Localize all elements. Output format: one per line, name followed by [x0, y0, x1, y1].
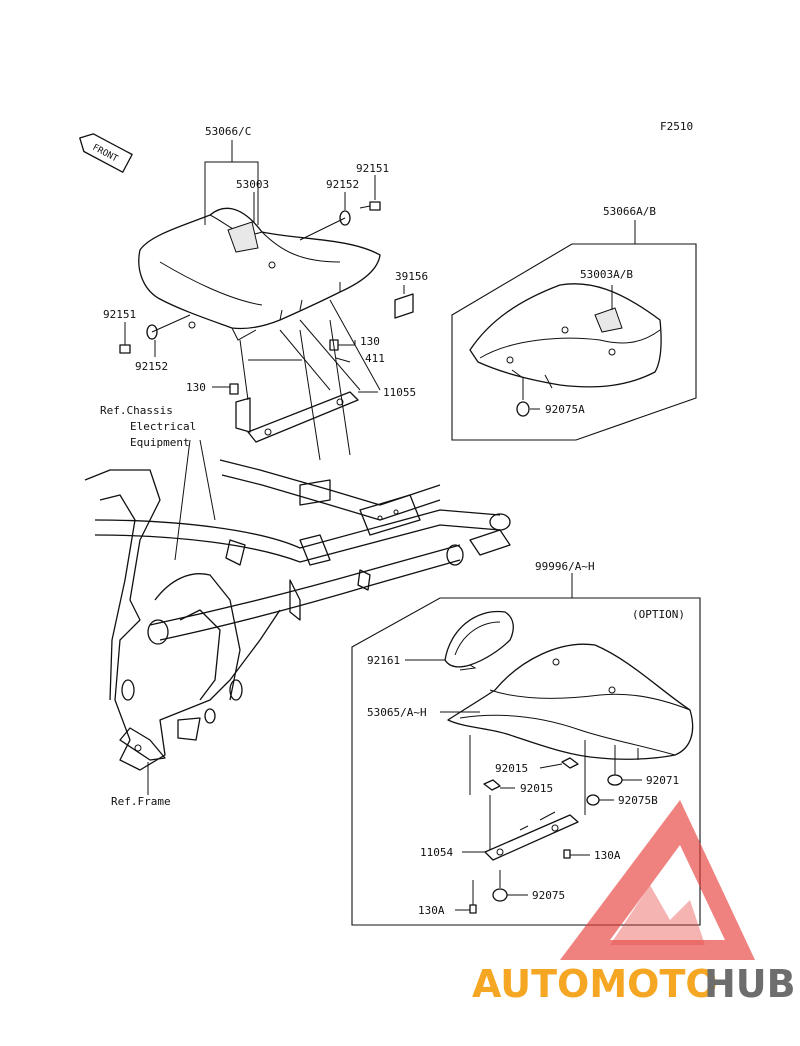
watermark-text-2: HUB: [704, 962, 796, 1006]
watermark-text-1: AUTOMOTO: [472, 962, 718, 1006]
label-92071: 92071: [646, 774, 679, 787]
label-53003: 53003: [236, 178, 269, 191]
label-11054: 11054: [420, 846, 453, 859]
cowl-92161: [444, 610, 514, 671]
label-53066ab: 53066A/B: [603, 205, 656, 218]
grommet-92015-a: [561, 757, 579, 769]
nut-92075b: [586, 794, 600, 806]
washer-92152-left: [146, 324, 158, 340]
figure-code: F2510: [660, 120, 693, 133]
bolt-92151-top: [359, 201, 381, 211]
label-92075a: 92075A: [545, 403, 585, 416]
label-411: 411: [365, 352, 385, 365]
watermark-logo: [560, 800, 755, 960]
label-11055: 11055: [383, 386, 416, 399]
washer-92152-top: [339, 210, 351, 226]
bolt-130a-left: [469, 904, 477, 914]
bolt-92151-left: [119, 344, 131, 354]
grommet-92015-b: [483, 779, 501, 791]
label-130-left: 130: [186, 381, 206, 394]
ref-frame: Ref.Frame: [111, 795, 171, 808]
label-92075: 92075: [532, 889, 565, 902]
label-92015-b: 92015: [520, 782, 553, 795]
label-92075b: 92075B: [618, 794, 658, 807]
label-92152-top: 92152: [326, 178, 359, 191]
label-53066c: 53066/C: [205, 125, 251, 138]
label-130a-left: 130A: [418, 904, 445, 917]
label-92151-top: 92151: [356, 162, 389, 175]
label-92152-left: 92152: [135, 360, 168, 373]
nut-92075: [492, 888, 508, 902]
ref-chassis-line-3: Equipment: [130, 436, 190, 449]
bracket-11055: [247, 391, 359, 443]
label-130-right: 130: [360, 335, 380, 348]
pillion-seat-box: [451, 243, 697, 441]
damper-39156: [394, 293, 414, 319]
option-box: [351, 597, 701, 926]
bolt-130a-right: [563, 849, 571, 859]
wire-411: [335, 357, 351, 363]
main-seat-drawing: [138, 207, 381, 341]
frame-drawing: [84, 459, 511, 771]
bracket-11054: [484, 811, 579, 861]
ref-chassis-line-2: Electrical: [130, 420, 196, 433]
label-99996: 99996/A~H: [535, 560, 595, 573]
nut-92071: [607, 774, 623, 786]
label-92151-left: 92151: [103, 308, 136, 321]
option-label: (OPTION): [632, 608, 685, 621]
label-39156: 39156: [395, 270, 428, 283]
bolt-130-left: [229, 383, 239, 395]
logo-triangle-icon: [560, 800, 755, 960]
label-92161: 92161: [367, 654, 400, 667]
front-arrow-icon: FRONT: [79, 133, 133, 173]
label-130a-right: 130A: [594, 849, 621, 862]
label-53065: 53065/A~H: [367, 706, 427, 719]
label-92015-a: 92015: [495, 762, 528, 775]
label-53003ab: 53003A/B: [580, 268, 633, 281]
nut-92075a: [516, 401, 530, 417]
seat-cover-53065: [447, 643, 694, 760]
ref-chassis-line-1: Ref.Chassis: [100, 404, 173, 417]
